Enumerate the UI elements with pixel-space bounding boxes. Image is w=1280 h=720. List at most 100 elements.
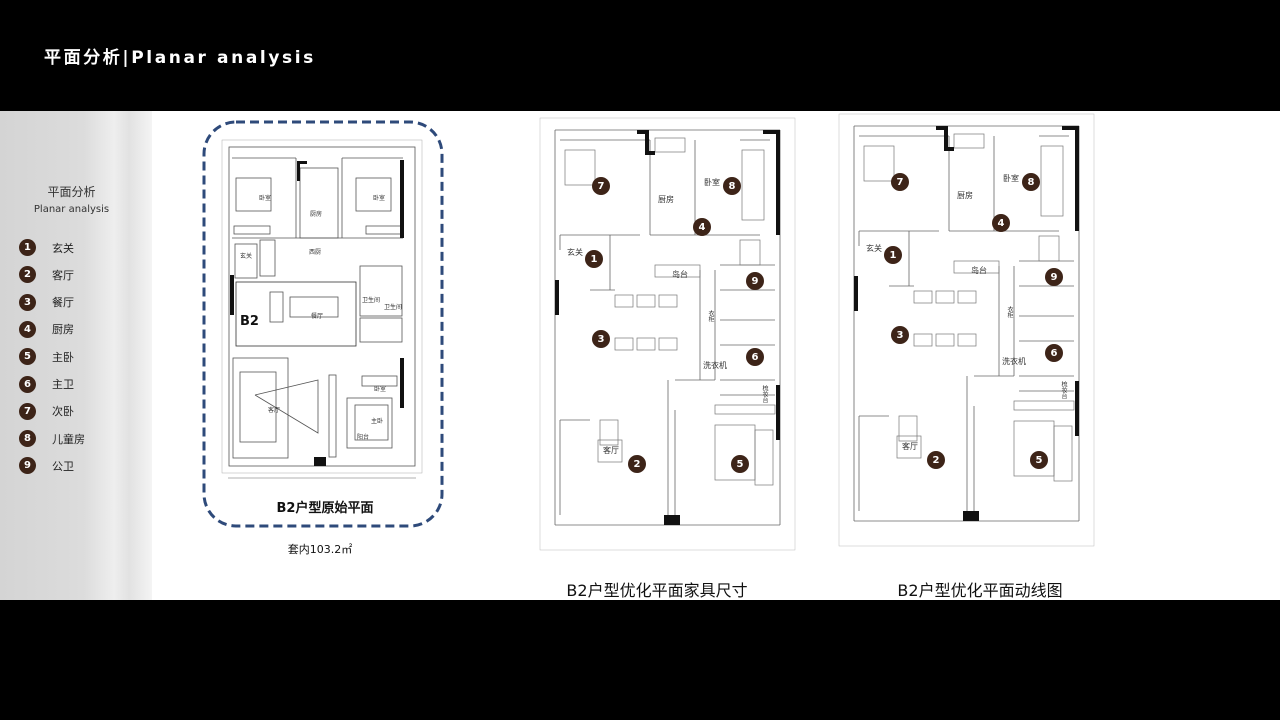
furniture-plan-caption: B2户型优化平面家具尺寸	[566, 581, 748, 600]
wall	[963, 511, 979, 521]
room-label: 卫生间	[362, 297, 381, 304]
sidebar-title-cn: 平面分析	[47, 185, 96, 199]
wall	[637, 130, 649, 134]
page-title: 平面分析|Planar analysis	[44, 48, 316, 68]
legend-label: 玄关	[52, 241, 74, 255]
original-plan-drawing	[221, 139, 423, 479]
area-marker-5: 5	[1030, 451, 1048, 469]
legend-label: 主卫	[52, 378, 74, 391]
wall	[944, 126, 948, 151]
furniture	[957, 290, 977, 304]
furniture	[1038, 235, 1060, 262]
wall	[1075, 126, 1079, 231]
area-marker-8: 8	[723, 177, 741, 195]
wall	[555, 280, 559, 315]
legend-label: 餐厅	[52, 296, 74, 310]
furniture	[714, 404, 776, 415]
room-label: 岛台	[971, 266, 987, 275]
sidebar-title-en: Planar analysis	[33, 204, 110, 215]
furniture	[953, 260, 1000, 274]
flow-plan-caption: B2户型优化平面动线图	[897, 581, 1063, 600]
legend-number: 1	[19, 239, 36, 256]
room-label: 卧室	[259, 195, 272, 202]
wall	[645, 130, 649, 155]
original-plan-caption: B2户型原始平面	[276, 501, 374, 516]
wall	[1062, 126, 1079, 130]
room-label: 洗衣机	[703, 361, 727, 370]
area-marker-9: 9	[1045, 268, 1063, 286]
furniture	[654, 137, 686, 153]
furniture	[754, 429, 774, 486]
room-label: 玄关	[240, 253, 253, 260]
area-marker-8: 8	[1022, 173, 1040, 191]
wall	[944, 147, 954, 151]
legend-number: 8	[19, 430, 36, 448]
legend-item: 1 玄关	[19, 239, 74, 256]
wall	[645, 151, 655, 155]
area-marker-3: 3	[592, 330, 610, 348]
furniture	[896, 435, 922, 459]
room-label: 岛台	[672, 270, 688, 279]
unit-label: B2	[240, 314, 259, 329]
area-marker-5: 5	[731, 455, 749, 473]
wall	[776, 385, 780, 440]
legend-label: 客厅	[52, 268, 74, 282]
room-label: 厨房	[658, 195, 674, 204]
room-label: 梳妆台	[761, 385, 768, 403]
furniture	[658, 337, 678, 351]
room-label: 餐厅	[311, 313, 324, 320]
furniture	[636, 294, 656, 308]
furniture	[564, 149, 596, 186]
plan-frame	[838, 113, 1095, 547]
legend-number: 5	[19, 348, 36, 366]
furniture	[741, 149, 765, 221]
wall	[776, 130, 780, 235]
wall	[854, 276, 858, 311]
furniture-plan-drawing	[539, 117, 796, 551]
room-label: 客厅	[902, 442, 918, 451]
furniture	[597, 439, 623, 463]
room-label: 厨房	[310, 211, 323, 218]
area-marker-7: 7	[592, 177, 610, 195]
furniture	[614, 294, 634, 308]
furniture	[913, 333, 933, 347]
legend-number: 7	[19, 402, 36, 420]
wall	[664, 515, 680, 525]
furniture	[953, 133, 985, 149]
furniture	[654, 264, 701, 278]
room-label: 梳妆台	[1060, 381, 1067, 399]
area-marker-7: 7	[891, 173, 909, 191]
room-label: 玄关	[866, 244, 882, 253]
legend-item: 7 次卧	[19, 402, 74, 420]
furniture	[658, 294, 678, 308]
legend-label: 厨房	[52, 323, 74, 337]
room-label: 厨房	[957, 191, 973, 200]
area-marker-4: 4	[992, 214, 1010, 232]
furniture	[935, 333, 955, 347]
furniture	[1053, 425, 1073, 482]
dashed-frame	[202, 120, 444, 528]
room-label: 衣柜	[707, 310, 714, 322]
area-marker-2: 2	[927, 451, 945, 469]
area-label: 套内103.2㎡	[287, 543, 353, 556]
area-marker-4: 4	[693, 218, 711, 236]
room-label: 客厅	[603, 446, 619, 455]
legend-label: 主卧	[52, 350, 74, 364]
furniture	[898, 415, 918, 442]
wall	[936, 126, 948, 130]
room-label: 玄关	[567, 248, 583, 257]
furniture	[863, 145, 895, 182]
room-label: 阳台	[357, 434, 370, 441]
furniture	[636, 337, 656, 351]
legend-label: 次卧	[52, 405, 74, 419]
furniture	[957, 333, 977, 347]
wall	[1075, 381, 1079, 436]
furniture	[1040, 145, 1064, 217]
room-label: 卧室	[373, 195, 386, 202]
